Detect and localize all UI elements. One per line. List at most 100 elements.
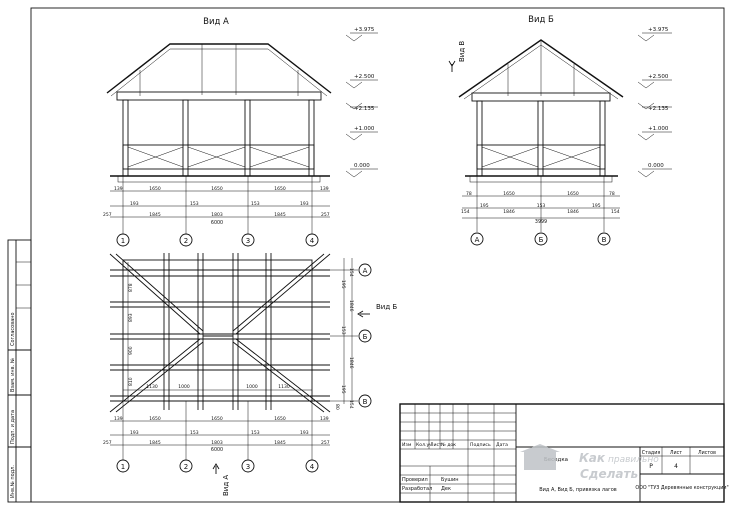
view-b-post-3 <box>599 100 606 177</box>
plan-right-3: 153 <box>340 326 346 335</box>
va-d2: 1650 <box>149 186 161 192</box>
house-icon <box>520 444 560 470</box>
va-axis-2: 2 <box>184 237 188 245</box>
view-a: Вид А <box>103 17 378 247</box>
pl-r2-4: 1803 <box>211 440 223 446</box>
vb-level-2: +2.135 <box>648 106 669 112</box>
va-level-3: +1.000 <box>354 126 375 132</box>
plan-right-2: 1846 <box>348 300 354 312</box>
pl-r2-7: 193 <box>300 430 309 436</box>
vb-level-3: +1.000 <box>648 126 669 132</box>
pl-axis-2: 2 <box>184 463 188 471</box>
plan-left-1: 893 <box>128 313 134 322</box>
view-b-levels: +3.975 +2.500 +2.135 +1.000 0.000 <box>637 27 672 178</box>
title-block: Изм Кол.уч Лист № док Подпись Дата Прове… <box>399 403 729 503</box>
tb-stage-v: Р <box>649 463 653 470</box>
side-stamp: Согласовано Взам. инв. № Подп. и дата Ин… <box>7 239 32 503</box>
pl-total: 6000 <box>211 447 223 453</box>
pl-axis-3: 3 <box>246 463 250 471</box>
tb-col-data: Дата <box>496 442 508 448</box>
plan-axis-a: А <box>363 267 368 275</box>
view-a-post-1 <box>122 99 129 177</box>
vb-r2-1: 195 <box>480 203 489 209</box>
tb-company: ООО "ТУЗ Деревянные конструкции" <box>635 485 728 491</box>
plan-left-3: 810 <box>128 377 134 386</box>
plan-left-0: 878 <box>128 283 134 292</box>
va-axis-3: 3 <box>246 237 250 245</box>
view-a-levels: +3.975 +2.500 +2.135 +1.000 0.000 <box>345 27 378 178</box>
tb-col-list: Лист <box>430 442 442 448</box>
va-axis-1: 1 <box>121 237 125 245</box>
view-b-post-2 <box>537 100 544 177</box>
tb-checked-label: Проверил <box>402 477 428 483</box>
watermark-line3: Сделать <box>580 467 638 481</box>
view-a-axes: 1 2 3 4 <box>116 222 319 247</box>
tb-col-podpis: Подпись <box>470 442 491 448</box>
tb-sheets-h: Листов <box>698 450 716 456</box>
tb-checked-name: Бушин <box>441 477 458 483</box>
view-b-railing <box>476 144 606 170</box>
view-v-arrow: Вид В <box>448 41 466 72</box>
va-level-4: 0.000 <box>354 163 370 169</box>
plan-inner-3: 1130 <box>278 384 290 390</box>
va-r2-1: 193 <box>130 201 139 207</box>
plan-inner-0: 1130 <box>146 384 158 390</box>
stamp-sign-date: Подп. и дата <box>10 410 16 444</box>
va-r2-7: 193 <box>300 201 309 207</box>
tb-description: Вид А, Вид Б, привязка лагов <box>539 487 617 493</box>
vb-r2-2: 1846 <box>503 209 515 215</box>
va-axis-4: 4 <box>310 237 315 245</box>
plan-axis-v: В <box>363 398 368 406</box>
va-d4: 1650 <box>274 186 286 192</box>
pl-axis-1: 1 <box>121 463 125 471</box>
vb-d2: 1650 <box>503 191 515 197</box>
view-a-roof-inner <box>110 48 328 97</box>
sheet-frame <box>30 7 725 503</box>
va-d1: 139 <box>114 186 123 192</box>
pl-r2-1: 193 <box>130 430 139 436</box>
plan-view: 878 893 900 810 1130 1000 1000 1130 154 … <box>103 253 397 496</box>
vb-axis-b: Б <box>539 236 544 244</box>
pl-axis-4: 4 <box>310 463 315 471</box>
stamp-inv-orig: Инв.№ подл. <box>10 465 16 498</box>
va-d3: 1650 <box>211 186 223 192</box>
tb-col-izm: Изм <box>402 442 412 448</box>
vb-d3: 1650 <box>567 191 579 197</box>
pl-r2-5: 153 <box>251 430 260 436</box>
plan-outline <box>122 259 313 402</box>
view-b: Вид Б 78 1650 1650 78 154 195 1846 <box>448 15 672 246</box>
view-a-railing <box>122 144 315 170</box>
va-r2-2: 1845 <box>149 212 161 218</box>
vb-d1: 78 <box>466 191 472 197</box>
vb-axis-v: В <box>602 236 607 244</box>
va-level-2: +2.135 <box>354 106 375 112</box>
view-v-label: Вид В <box>458 41 466 62</box>
plan-right-0: 154 <box>348 268 354 277</box>
pl-r2-6: 1845 <box>274 440 286 446</box>
tb-stage-h: Стадия <box>642 450 661 456</box>
watermark-logo: Как правильно Сделать <box>520 444 659 481</box>
vb-r2-3: 153 <box>537 203 546 209</box>
vb-level-1: +2.500 <box>648 74 669 80</box>
vb-level-4: 0.000 <box>648 163 664 169</box>
tb-developed-name: Дек <box>441 486 451 492</box>
vb-r2-4: 1846 <box>567 209 579 215</box>
plan-axes-letters: А Б В <box>330 263 372 408</box>
va-r2-6: 1845 <box>274 212 286 218</box>
stamp-agreed: Согласовано <box>10 312 16 346</box>
stamp-inv-repl: Взам. инв. № <box>10 357 16 392</box>
watermark-line1: Как <box>579 451 606 465</box>
va-d5: 139 <box>320 186 329 192</box>
va-r2-8: 257 <box>321 212 330 218</box>
vb-r2-6: 154 <box>611 209 620 215</box>
plan-right-small: 80 <box>334 404 340 410</box>
view-b-arrow-label: Вид Б <box>376 303 397 311</box>
tb-sheet-v: 4 <box>674 463 678 470</box>
va-r2-0: 257 <box>103 212 112 218</box>
plan-axis-b: Б <box>363 333 368 341</box>
va-r2-3: 153 <box>190 201 199 207</box>
plan-right-1: 195 <box>340 280 346 289</box>
plan-axes-numeric: 1 2 3 4 <box>116 450 319 473</box>
plan-right-5: 195 <box>340 385 346 394</box>
